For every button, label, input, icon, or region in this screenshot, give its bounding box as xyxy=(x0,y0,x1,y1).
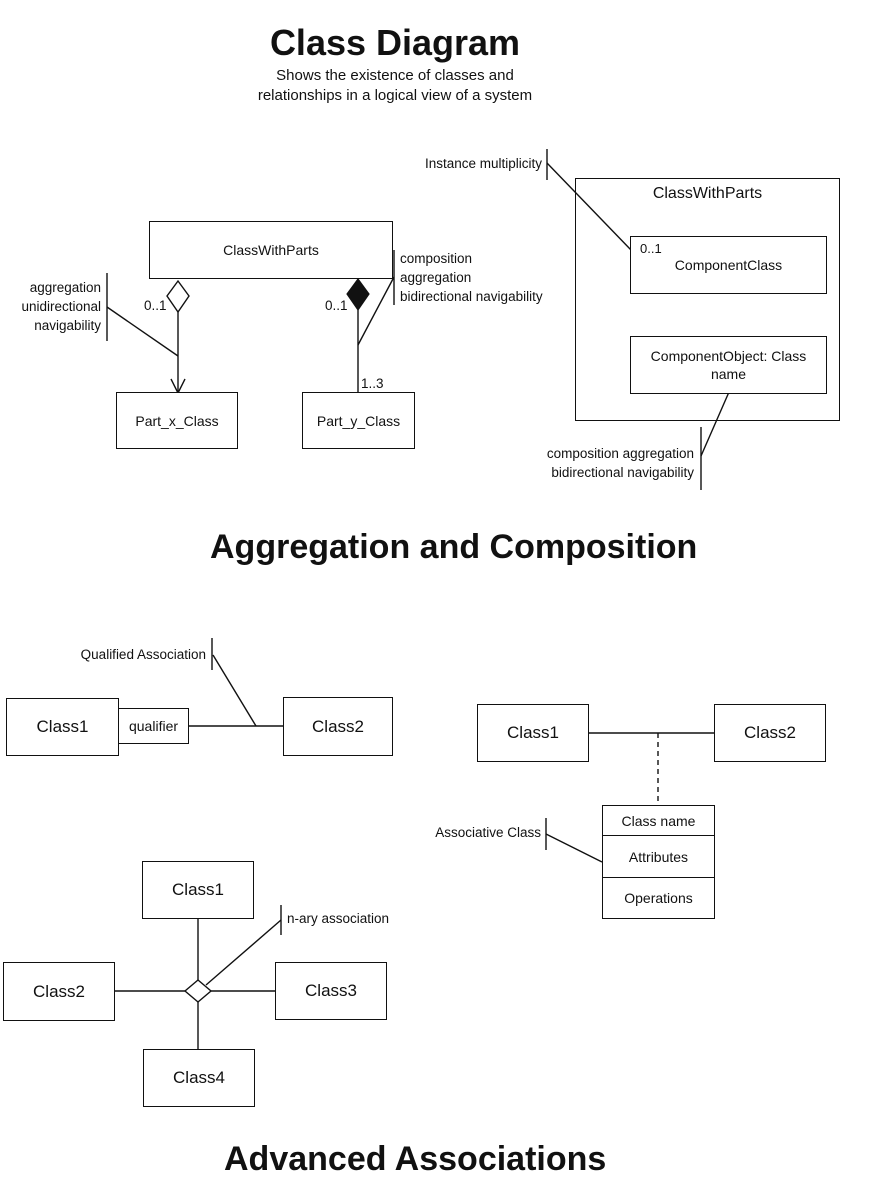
aggregation-note: aggregation unidirectional navigability xyxy=(0,278,101,335)
nested-container-label: ClassWithParts xyxy=(652,185,763,202)
instance-multiplicity-note: Instance multiplicity xyxy=(424,156,542,171)
associative-class-note: Associative Class xyxy=(435,825,541,840)
composition-diamond-icon xyxy=(346,277,370,312)
composition-note-leader xyxy=(357,276,395,346)
component-composition-note: composition aggregation bidirectional na… xyxy=(480,444,694,482)
compartment-operations: Operations xyxy=(624,890,693,906)
part-y-multiplicity: 1..3 xyxy=(361,376,384,391)
nary-class1-box[interactable]: Class1 xyxy=(142,861,254,919)
component-object-box[interactable]: ComponentObject: Class name xyxy=(630,336,827,394)
component-object-line-1: ComponentObject: Class xyxy=(650,348,807,364)
note-line: composition aggregation xyxy=(546,446,694,461)
subtitle-line-1: Shows the existence of classes and xyxy=(276,67,514,84)
note-line: bidirectional navigability xyxy=(400,289,543,304)
component-multiplicity: 0..1 xyxy=(640,241,662,256)
composition-note: composition aggregation bidirectional na… xyxy=(400,249,543,306)
note-line: aggregation xyxy=(400,270,472,285)
associative-class2-box[interactable]: Class2 xyxy=(714,704,826,762)
note-line: navigability xyxy=(34,318,101,333)
qualified-note-leader xyxy=(212,654,257,727)
part-x-class-box[interactable]: Part_x_Class xyxy=(116,392,238,449)
aggregation-note-leader xyxy=(106,306,179,357)
note-line: composition xyxy=(400,251,473,266)
qualifier-box[interactable]: qualifier xyxy=(118,708,189,744)
part-y-class-label: Part_y_Class xyxy=(316,412,401,429)
qualified-class2-label: Class2 xyxy=(312,716,364,736)
class-with-parts-box[interactable]: ClassWithParts xyxy=(149,221,393,279)
nary-diamond-icon xyxy=(183,979,213,1003)
qualifier-label: qualifier xyxy=(128,718,179,734)
nary-class2-label: Class2 xyxy=(33,981,85,1001)
page-title: Class Diagram xyxy=(269,22,521,63)
associative-note-leader xyxy=(545,833,603,863)
nary-class4-label: Class4 xyxy=(173,1068,225,1087)
qualified-class1-box[interactable]: Class1 xyxy=(6,698,119,756)
aggregation-diamond-icon xyxy=(166,279,190,314)
component-class-box[interactable]: 0..1 ComponentClass xyxy=(630,236,827,294)
component-note-leader xyxy=(700,391,730,457)
nary-class4-box[interactable]: Class4 xyxy=(143,1049,255,1107)
associative-class1-box[interactable]: Class1 xyxy=(477,704,589,762)
part-x-class-label: Part_x_Class xyxy=(135,412,219,429)
qualified-class2-box[interactable]: Class2 xyxy=(283,697,393,756)
component-class-label: ComponentClass xyxy=(674,257,783,273)
advanced-heading: Advanced Associations xyxy=(224,1140,607,1178)
note-line: unidirectional xyxy=(21,299,101,314)
associative-class1-label: Class1 xyxy=(507,723,559,742)
nary-note-leader xyxy=(205,919,282,986)
subtitle-line-2: relationships in a logical view of a sys… xyxy=(257,87,533,104)
aggregation-heading: Aggregation and Composition xyxy=(210,528,698,566)
instance-note-leader xyxy=(546,162,632,251)
qualified-class1-label: Class1 xyxy=(36,717,89,736)
part-y-class-box[interactable]: Part_y_Class xyxy=(302,392,415,449)
associative-class-box[interactable]: Class name Attributes Operations xyxy=(602,805,715,919)
composition-multiplicity: 0..1 xyxy=(325,298,348,313)
compartment-attributes: Attributes xyxy=(603,836,714,878)
subtitle: Shows the existence of classes and relat… xyxy=(0,66,790,106)
compartment-class-name: Class name xyxy=(603,806,714,836)
nested-container-box[interactable]: ClassWithParts xyxy=(575,178,840,421)
aggregation-multiplicity: 0..1 xyxy=(144,298,167,313)
associative-class2-label: Class2 xyxy=(744,723,796,742)
nary-class1-label: Class1 xyxy=(172,880,224,899)
component-object-line-2: name xyxy=(710,366,747,382)
nary-class3-box[interactable]: Class3 xyxy=(275,962,387,1020)
note-line: aggregation xyxy=(29,280,101,295)
nary-class2-box[interactable]: Class2 xyxy=(3,962,115,1021)
qualified-association-note: Qualified Association xyxy=(80,647,206,662)
nary-association-note: n-ary association xyxy=(287,911,390,926)
note-line: bidirectional navigability xyxy=(551,465,694,480)
class-with-parts-label: ClassWithParts xyxy=(223,242,319,258)
nary-class3-label: Class3 xyxy=(305,981,357,1000)
